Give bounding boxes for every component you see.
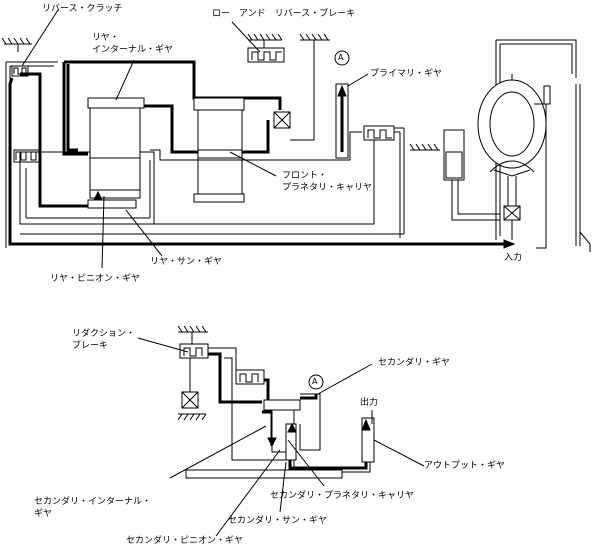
rear-sun-gear xyxy=(88,200,136,208)
rear-pinion-gear xyxy=(90,108,140,198)
label-low-reverse-brake: ロー アンド リバース・ブレーキ xyxy=(212,9,356,19)
reduction-brake-symbol xyxy=(180,344,208,358)
front-carrier-frame xyxy=(20,132,374,224)
label-rear-pinion-gear: リヤ・ピニオン・ギヤ xyxy=(50,274,141,284)
label-output-gear: アウトプット・ギヤ xyxy=(424,461,506,471)
marker-a-top-circle xyxy=(335,51,349,65)
label-secondary-planetary-carrier: セカンダリ・プラネタリ・キャリヤ xyxy=(270,491,415,501)
ground-hatch-reduction xyxy=(178,326,208,344)
label-rear-internal-gear: リヤ・ インターナル・ギヤ xyxy=(92,33,174,55)
secondary-internal-gear xyxy=(264,400,300,410)
label-reduction-brake: リダクション・ ブレーキ xyxy=(72,329,136,351)
label-secondary-pinion-gear: セカンダリ・ピニオン・ギヤ xyxy=(126,536,244,546)
front-planetary xyxy=(194,98,244,202)
secondary-sun-gear xyxy=(286,424,296,460)
clutch-symbol-right xyxy=(364,126,404,234)
one-way-clutch xyxy=(274,112,290,128)
label-input: 入力 xyxy=(504,253,523,263)
one-way-clutch-lower xyxy=(178,358,206,420)
lower-gear-train xyxy=(178,326,374,478)
label-output: 出力 xyxy=(360,398,379,408)
label-secondary-internal-gear: セカンダリ・インターナル・ ギヤ xyxy=(34,497,152,519)
label-reverse-clutch: リバース・クラッチ xyxy=(42,4,123,14)
label-primary-gear: プライマリ・ギヤ xyxy=(370,69,443,79)
ground-hatch-right xyxy=(410,144,448,164)
label-marker-a-bottom: A xyxy=(312,377,318,386)
label-marker-a-top: A xyxy=(338,53,344,62)
label-front-planetary-carrier: フロント・ プラネタリ・キャリヤ xyxy=(282,171,373,193)
label-secondary-sun-gear: セカンダリ・サン・ギヤ xyxy=(228,516,328,526)
input-arrow xyxy=(503,239,516,249)
leader-lines xyxy=(22,10,424,536)
ground-hatch-top-left xyxy=(2,38,32,52)
secondary-clutch-symbol xyxy=(236,370,264,384)
label-rear-sun-gear: リヤ・サン・ギヤ xyxy=(150,257,223,267)
low-reverse-brake xyxy=(248,34,284,62)
torque-converter-right-bar xyxy=(544,86,550,104)
marker-a-bottom-circle xyxy=(309,375,323,389)
label-secondary-gear: セカンダリ・ギヤ xyxy=(378,358,451,368)
ground-hatch-top-mid xyxy=(290,34,330,140)
torque-converter xyxy=(477,74,547,240)
upper-gear-train xyxy=(2,34,590,252)
